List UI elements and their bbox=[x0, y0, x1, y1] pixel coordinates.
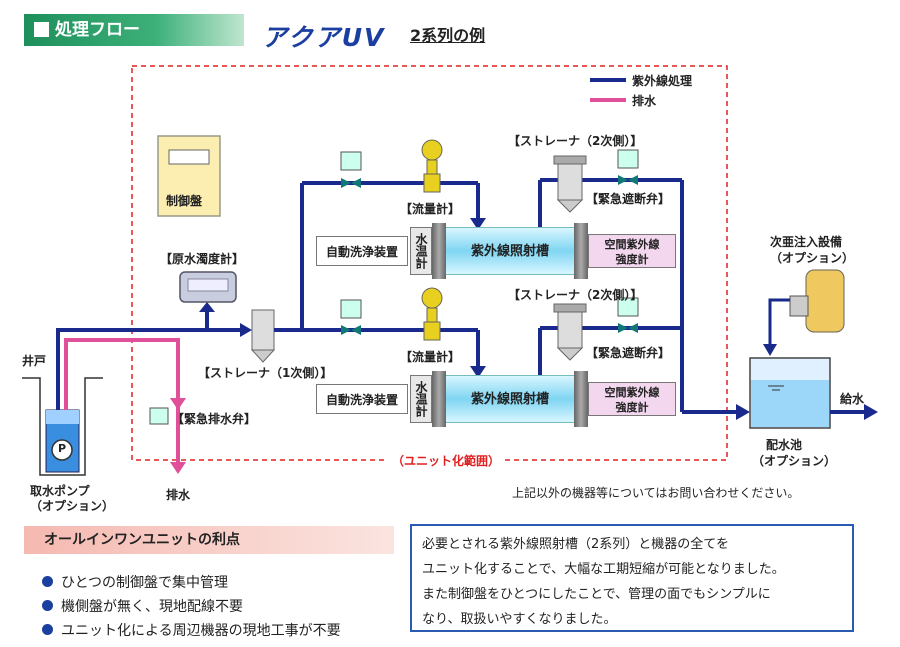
pipe-feed bbox=[56, 328, 248, 410]
water-supply-label: 給水 bbox=[840, 392, 865, 406]
control-panel-label: 制御盤 bbox=[166, 194, 203, 208]
benefits-title: オールインワンユニットの利点 bbox=[24, 526, 394, 554]
uv-tank-top-cap-right bbox=[574, 223, 588, 279]
benefit-item: ユニット化による周辺機器の現地工事が不要 bbox=[42, 620, 341, 640]
pump-label: 取水ポンプ bbox=[30, 484, 90, 498]
bullet-icon bbox=[42, 576, 53, 587]
unit-range-border bbox=[131, 65, 728, 461]
auto-cleaning-bottom: 自動洗浄装置 bbox=[316, 384, 408, 414]
control-panel bbox=[157, 135, 221, 217]
emergency-valve-top-label: 【緊急遮断弁】 bbox=[586, 192, 671, 206]
uv-tank-top-cap-left bbox=[432, 223, 446, 279]
emergency-valve-top bbox=[617, 149, 639, 185]
reservoir-label: 配水池 bbox=[766, 438, 803, 452]
legend-uv-label: 紫外線処理 bbox=[632, 74, 693, 88]
benefit-item: 機側盤が無く、現地配線不要 bbox=[42, 596, 243, 616]
chlorine-option-label: （オプション） bbox=[770, 251, 855, 265]
solenoid-valve-bottom-left bbox=[340, 299, 362, 335]
description-box: 必要とされる紫外線照射槽（2系列）と機器の全てを ユニット化することで、大幅な工… bbox=[410, 524, 854, 632]
pump-symbol: P bbox=[58, 442, 67, 455]
chlorine-injection-tank bbox=[789, 269, 845, 333]
strainer-secondary-bottom-label: 【ストレーナ（2次側）】 bbox=[508, 288, 643, 302]
solenoid-valve-top-left bbox=[340, 151, 362, 188]
benefit-item: ひとつの制御盤で集中管理 bbox=[42, 572, 228, 592]
page-subtitle: 2系列の例 bbox=[410, 26, 486, 45]
water-temp-top: 水温計 bbox=[410, 227, 432, 275]
strainer-secondary-top bbox=[553, 155, 587, 213]
flowmeter-bottom-label: 【流量計】 bbox=[400, 350, 461, 364]
legend-drain-label: 排水 bbox=[632, 94, 657, 108]
bullet-icon bbox=[42, 624, 53, 635]
brand-logo: アクアUV bbox=[262, 23, 386, 52]
section-title: 処理フロー bbox=[24, 14, 244, 46]
emergency-valve-bottom-label: 【緊急遮断弁】 bbox=[586, 346, 671, 360]
pump-option-label: （オプション） bbox=[30, 499, 115, 513]
square-icon bbox=[34, 22, 49, 37]
strainer-primary bbox=[251, 309, 275, 351]
auto-cleaning-top: 自動洗浄装置 bbox=[316, 236, 408, 266]
emergency-valve-bottom bbox=[617, 297, 639, 333]
uv-tank-top: 紫外線照射槽 bbox=[446, 227, 574, 275]
flowmeter-bottom bbox=[421, 287, 443, 341]
drain-out-label: 排水 bbox=[166, 488, 191, 502]
uv-tank-bottom-cap-left bbox=[432, 371, 446, 427]
uv-tank-bottom: 紫外線照射槽 bbox=[446, 375, 574, 423]
strainer-secondary-top-label: 【ストレーナ（2次側）】 bbox=[508, 134, 643, 148]
well-outline bbox=[22, 377, 103, 476]
uv-tank-bottom-cap-right bbox=[574, 371, 588, 427]
turbidity-meter-label: 【原水濁度計】 bbox=[160, 252, 245, 266]
flowmeter-top bbox=[421, 139, 443, 193]
water-temp-bottom: 水温計 bbox=[410, 375, 432, 423]
inquiry-note: 上記以外の機器等についてはお問い合わせください。 bbox=[512, 486, 800, 500]
uv-intensity-meter-top: 空間紫外線強度計 bbox=[588, 234, 676, 268]
flowmeter-top-label: 【流量計】 bbox=[400, 202, 461, 216]
chlorine-label: 次亜注入設備 bbox=[770, 235, 843, 249]
well-label: 井戸 bbox=[22, 354, 47, 368]
strainer-primary-label: 【ストレーナ（1次側）】 bbox=[198, 366, 333, 380]
emergency-drain-valve bbox=[149, 407, 169, 425]
pump-symbol-circle bbox=[51, 439, 73, 461]
strainer-secondary-bottom bbox=[553, 303, 587, 361]
pipe-drain bbox=[64, 338, 180, 470]
emergency-drain-valve-label: 【緊急排水弁】 bbox=[172, 412, 257, 426]
bullet-icon bbox=[42, 600, 53, 611]
unit-range-label: （ユニット化範囲） bbox=[388, 452, 505, 469]
uv-intensity-meter-bottom: 空間紫外線強度計 bbox=[588, 382, 676, 416]
reservoir-option-label: （オプション） bbox=[752, 454, 837, 468]
